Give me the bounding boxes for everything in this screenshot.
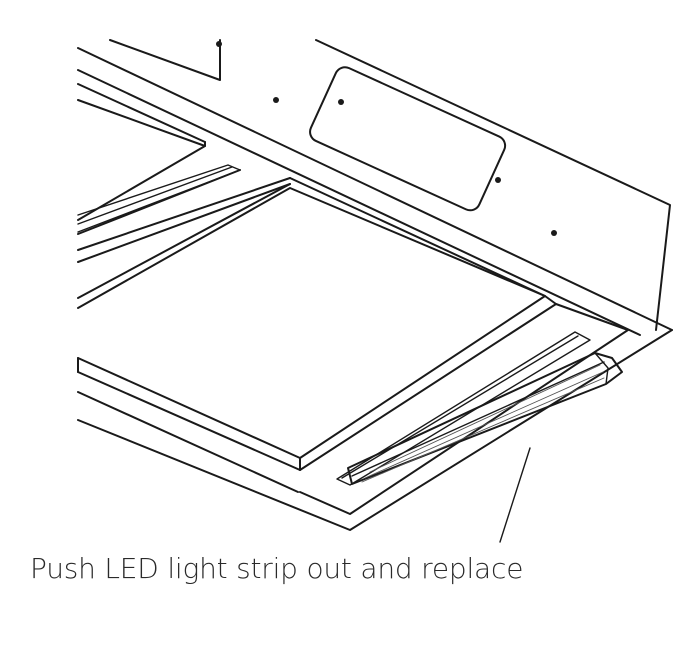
right-led-channel (299, 303, 629, 515)
led-light-strip (347, 352, 623, 485)
screw-hole-icon (216, 41, 222, 47)
left-filter-panel (77, 99, 291, 299)
screw-hole-icon (338, 99, 344, 105)
bottom-frame (77, 329, 673, 531)
callout-leader-line (499, 447, 531, 543)
instruction-caption: Push LED light strip out and replace (30, 552, 524, 585)
center-filter-panel (77, 187, 557, 471)
screw-hole-icon (551, 230, 557, 236)
screw-hole-icon (273, 97, 279, 103)
access-panel (309, 66, 507, 212)
hood-body (77, 39, 673, 336)
screw-hole-icon (495, 177, 501, 183)
